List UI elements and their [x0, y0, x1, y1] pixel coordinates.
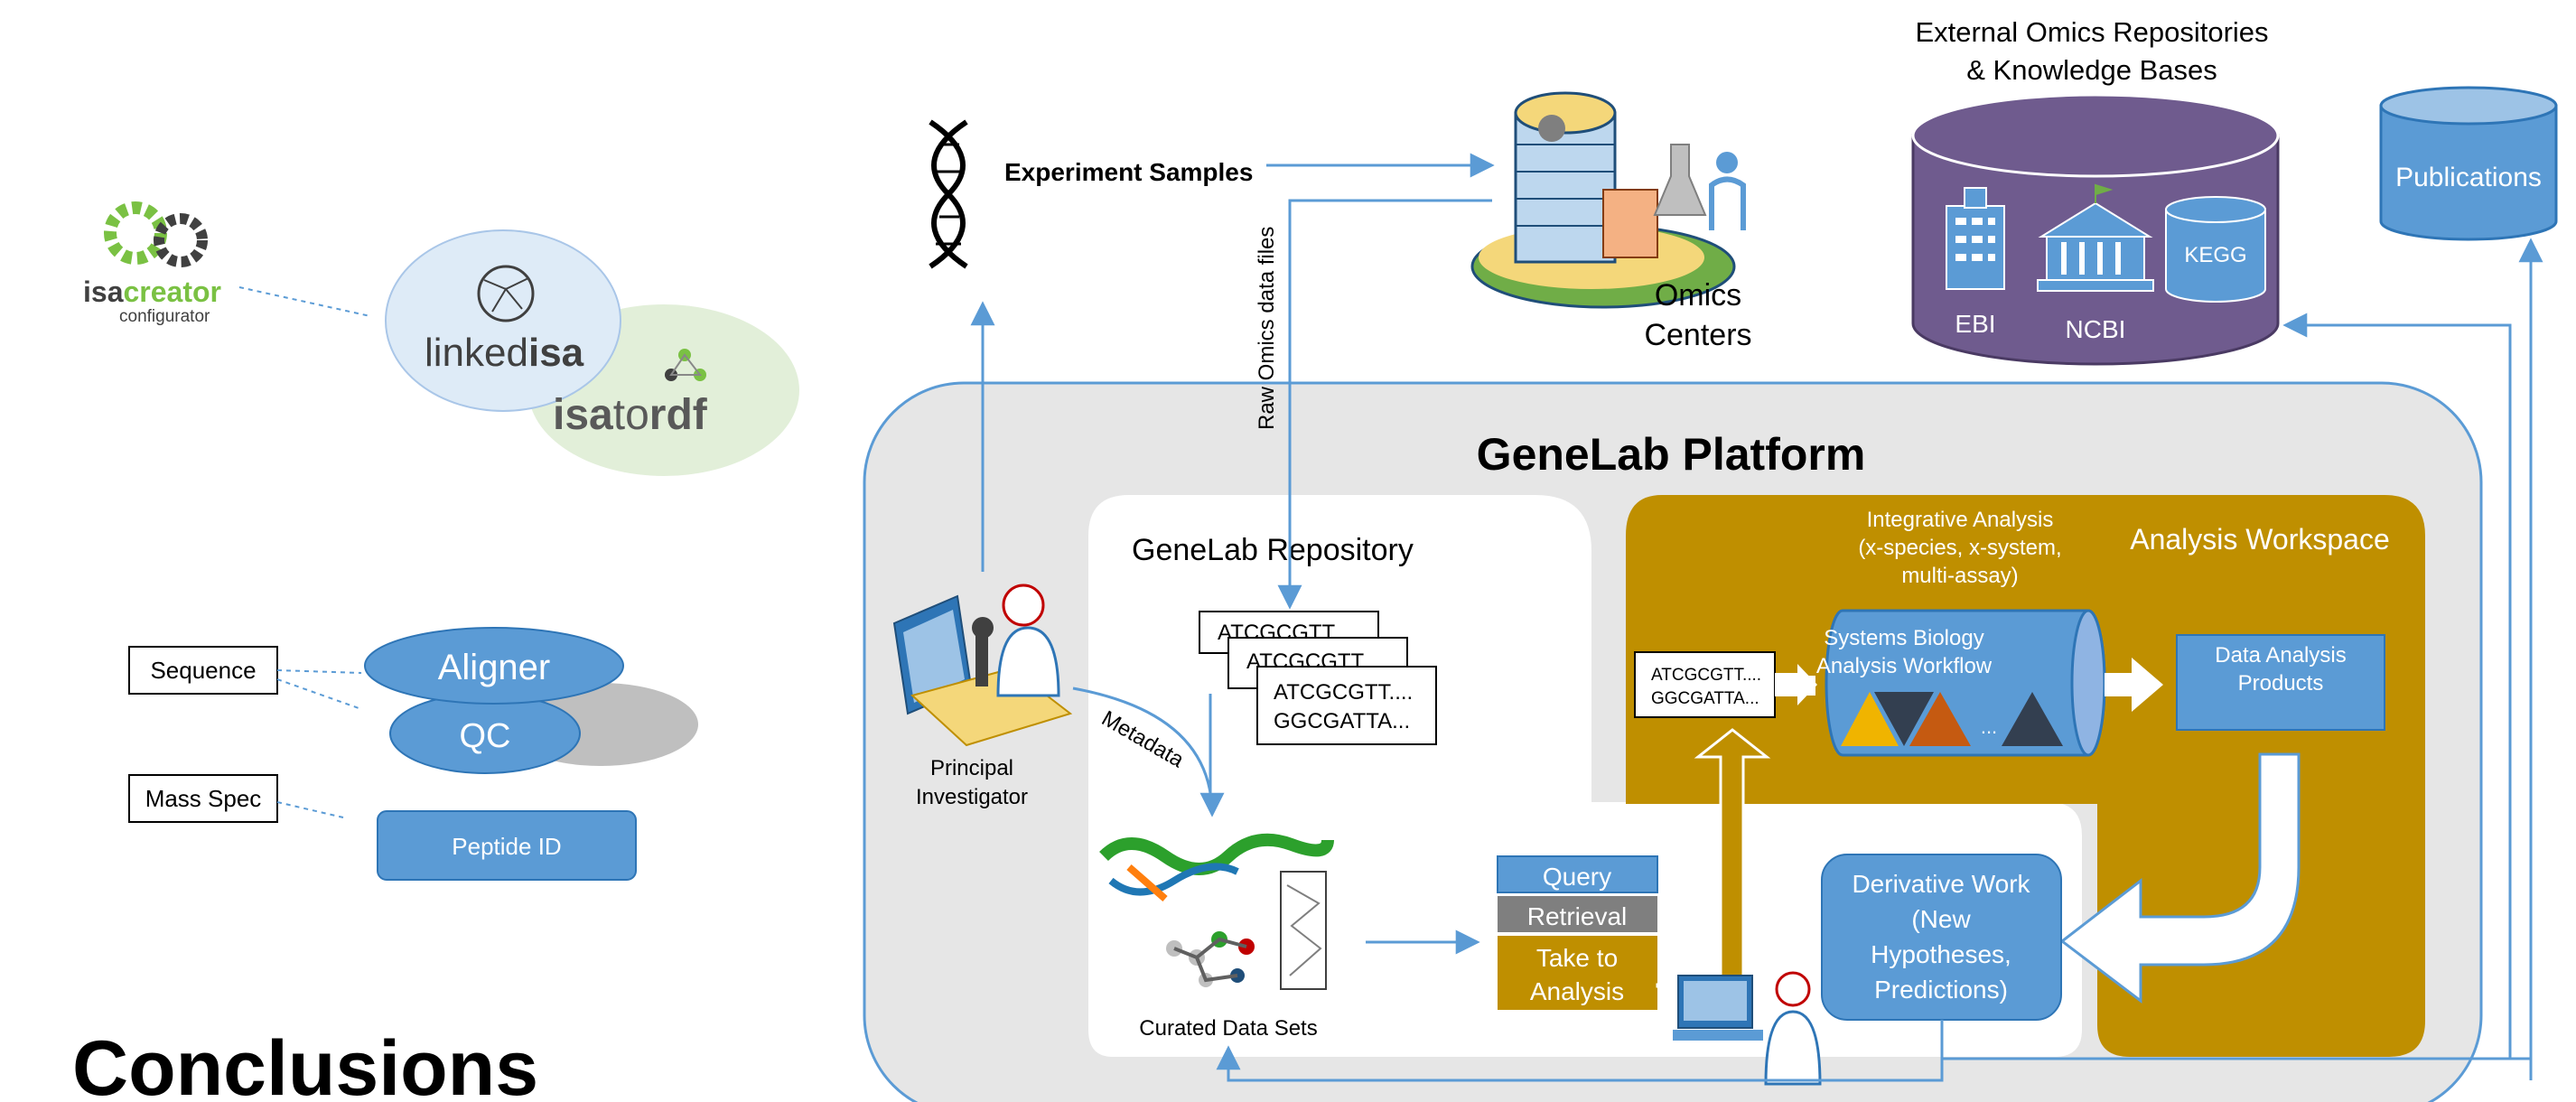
- repository-title: GeneLab Repository: [1132, 533, 1414, 567]
- seq-card-3-line2: GGCGATTA...: [1274, 709, 1410, 733]
- external-line1: External Omics Repositories: [1915, 16, 2268, 48]
- svg-text:isatordf: isatordf: [553, 391, 708, 439]
- flask-scientist-icon: [1653, 144, 1746, 230]
- peptide-id-box: [377, 810, 637, 881]
- gear-icon: [104, 201, 208, 267]
- retrieval-button[interactable]: [1498, 896, 1657, 932]
- workflow-ellipsis: ...: [1981, 715, 1997, 738]
- svg-text:linkedisa: linkedisa: [425, 331, 584, 375]
- molecule-image: [1099, 833, 1334, 990]
- curated-label: Curated Data Sets: [1139, 1016, 1317, 1041]
- principal-investigator-icon: [892, 584, 1073, 747]
- kegg-cylinder: [2165, 196, 2266, 303]
- query-label: Query: [1543, 863, 1611, 891]
- derivative-line3: Hypotheses,: [1871, 940, 2011, 968]
- isacreator-prefix: isa: [83, 276, 124, 308]
- workflow-triangle-dark: [1874, 692, 1934, 746]
- experiment-samples-label: Experiment Samples: [1004, 158, 1253, 186]
- connector-to-curated: [1216, 1045, 1944, 1082]
- triangle-node-icon: [665, 349, 706, 381]
- computer-user-icon: [1673, 971, 1822, 1086]
- platform-title: GeneLab Platform: [1477, 429, 1866, 480]
- workflow-line2: Analysis Workflow: [1816, 654, 1993, 678]
- workflow-triangle-gold: [1841, 692, 1899, 746]
- take-to-analysis-button[interactable]: [1498, 936, 1657, 1010]
- sequence-card-3: [1256, 666, 1437, 745]
- curved-arrow-to-derivative: [2059, 752, 2301, 1004]
- qc-label: QC: [460, 717, 511, 755]
- workflow-triangle-navy: [2002, 692, 2063, 746]
- seq-card-3-line1: ATCGCGTT....: [1274, 680, 1413, 705]
- connector-to-publications: [2510, 238, 2543, 1080]
- isatordf-mid: to: [613, 391, 649, 439]
- omics-centers-line1: Omics: [1655, 278, 1741, 313]
- omics-center-building-icon: [1470, 91, 1736, 309]
- workspace-sequence-card: [1634, 651, 1776, 718]
- ncbi-label: NCBI: [2066, 315, 2126, 343]
- products-line1: Data Analysis: [2215, 643, 2346, 668]
- aligner-ellipse: [364, 627, 624, 705]
- pi-line2: Investigator: [916, 785, 1028, 809]
- workflow-triangle-orange: [1909, 692, 1971, 746]
- raw-files-label: Raw Omics data files: [1255, 227, 1279, 430]
- integrative-line2: (x-species, x-system,: [1858, 536, 2061, 560]
- isacreator-logo: isacreator configurator: [83, 201, 221, 326]
- integrative-line3: multi-assay): [1901, 564, 2018, 588]
- publications-cylinder: [2379, 86, 2558, 241]
- arrow-to-products: [2105, 658, 2163, 712]
- take-line1: Take to: [1536, 944, 1618, 972]
- query-button[interactable]: [1497, 855, 1658, 893]
- integrative-line1: Integrative Analysis: [1867, 508, 2054, 532]
- isatordf-prefix: isa: [553, 391, 613, 439]
- omics-centers-line2: Centers: [1644, 318, 1751, 352]
- sequence-label: Sequence: [150, 657, 256, 684]
- conclusions-heading: Conclusions: [72, 1025, 538, 1102]
- derivative-line4: Predictions): [1874, 976, 2008, 1004]
- ebi-label: EBI: [1955, 310, 1995, 338]
- dna-helix-icon: [929, 119, 968, 269]
- isacreator-suffix: creator: [123, 276, 221, 308]
- network-icon: [477, 265, 535, 322]
- workspace-title: Analysis Workspace: [2130, 523, 2390, 556]
- publications-label: Publications: [2395, 163, 2542, 192]
- svg-text:isacreator: isacreator: [83, 276, 221, 308]
- retrieval-label: Retrieval: [1527, 902, 1627, 930]
- mass-spec-label: Mass Spec: [145, 785, 262, 812]
- derivative-line1: Derivative Work: [1852, 870, 2030, 898]
- linkedisa-suffix: isa: [528, 331, 584, 375]
- data-analysis-products-box: [2176, 634, 2385, 731]
- mass-spec-box: [128, 774, 278, 823]
- take-line2: Analysis: [1530, 977, 1624, 1005]
- isacreator-sub: configurator: [119, 307, 210, 326]
- ncbi-building-icon: [2037, 183, 2154, 292]
- workflow-line1: Systems Biology: [1824, 626, 1983, 650]
- aligner-label: Aligner: [438, 648, 551, 687]
- pi-line1: Principal: [930, 756, 1013, 780]
- ebi-building-icon: [1946, 187, 2005, 290]
- derivative-line2: (New: [1911, 905, 1971, 933]
- ws-seq-line1: ATCGCGTT....: [1651, 666, 1761, 685]
- arrow-to-workflow: [1775, 664, 1817, 705]
- peptide-id-label: Peptide ID: [452, 833, 561, 860]
- ws-seq-line2: GGCGATTA...: [1651, 689, 1759, 708]
- sequence-box: [128, 646, 278, 695]
- kegg-label: KEGG: [2184, 243, 2246, 267]
- products-line2: Products: [2238, 671, 2324, 696]
- isatordf-suffix: rdf: [649, 391, 708, 439]
- external-line2: & Knowledge Bases: [1966, 54, 2217, 86]
- linkedisa-prefix: linked: [425, 331, 528, 375]
